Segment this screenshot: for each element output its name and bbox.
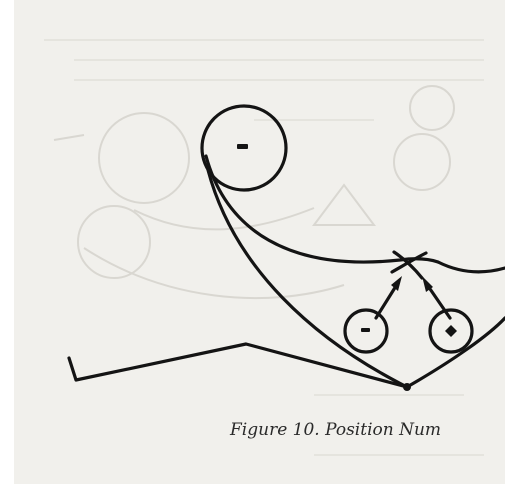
arrow-left-head (391, 276, 402, 291)
figure-caption: Figure 10. Position Num (230, 420, 442, 440)
scanned-page: Figure 10. Position Num (14, 0, 505, 484)
left-circle-minus-icon (361, 328, 370, 332)
top-circle (200, 104, 288, 192)
bottom-vertex-dot (403, 383, 411, 391)
right-small-circle (428, 308, 474, 354)
left-v-curve (206, 168, 409, 389)
left-small-circle (343, 308, 389, 354)
ground-line (67, 342, 409, 389)
right-circle-diamond-icon (445, 325, 457, 337)
position-diagram (44, 39, 505, 456)
arrow-right-shaft (426, 284, 452, 320)
bleed-through-background (44, 39, 484, 456)
cross-mark (390, 250, 428, 280)
diagram-lines (67, 104, 505, 389)
upper-swing-curve (204, 154, 440, 264)
upper-swing-curve-right (436, 260, 505, 274)
arrow-left-shaft (374, 284, 398, 320)
top-circle-minus-icon (237, 144, 248, 149)
right-v-curve (405, 316, 505, 389)
arrow-right-head (422, 276, 433, 292)
